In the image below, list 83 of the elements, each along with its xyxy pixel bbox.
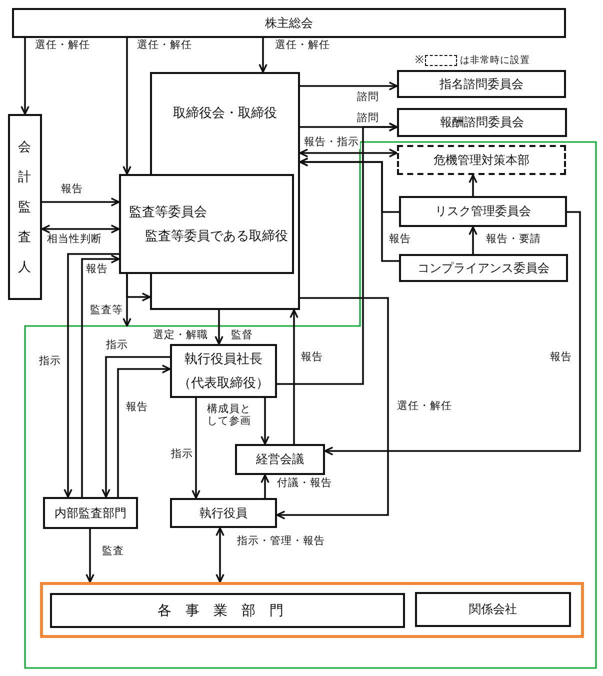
arrow	[300, 82, 398, 90]
org-box	[12, 8, 566, 38]
edge-label: 選定・解職	[152, 330, 209, 342]
edge-label: 諮問	[356, 92, 380, 104]
edge-label: 監査等	[89, 305, 124, 317]
edge-label: 選任・解任	[34, 40, 91, 52]
org-box	[43, 497, 138, 529]
edge-label: 報告	[549, 352, 573, 364]
edge-label: 監査	[101, 546, 125, 558]
arrow	[260, 398, 270, 445]
box-label: 危機管理対策本部	[434, 152, 530, 168]
edge-label: 構成員として参画	[206, 404, 252, 428]
arrow	[41, 224, 120, 234]
box-label: （代表取締役）	[178, 374, 269, 392]
arrow	[468, 174, 478, 196]
edge-label: 報告	[300, 352, 324, 364]
edge-label: 選任・解任	[396, 401, 453, 413]
box-label: 内部監査部門	[54, 504, 126, 522]
box-label: 報酬諮問委員会	[440, 114, 524, 131]
legend-text: は非常時に設置	[459, 55, 531, 67]
arrow	[468, 226, 478, 254]
arrow	[42, 198, 120, 206]
box-label: 執行役員社長	[184, 350, 262, 368]
edge-label: 報告	[388, 234, 412, 246]
org-box	[397, 108, 567, 137]
edge-label: 指示	[105, 340, 129, 352]
box-label: 株主総会	[265, 14, 313, 32]
box-label: リスク管理委員会	[435, 203, 531, 220]
arrow	[277, 122, 398, 385]
arrow	[214, 310, 224, 345]
box-label: 執行役員	[200, 504, 248, 522]
edge-label: 選任・解任	[136, 40, 193, 52]
org-box	[399, 254, 568, 282]
box-label: 関係会社	[469, 601, 517, 618]
arrow	[192, 398, 200, 499]
edge-label: 報告	[60, 184, 84, 196]
edge-label: 報告	[85, 264, 109, 276]
edge-label: 報告・要請	[485, 234, 542, 246]
arrow	[258, 38, 268, 73]
arrow	[20, 38, 30, 115]
arrow	[276, 297, 389, 520]
org-box	[397, 70, 566, 98]
org-box	[50, 593, 405, 628]
edge-label: 報告	[125, 402, 149, 414]
org-box	[119, 174, 294, 274]
arrow	[64, 253, 119, 498]
arrow	[122, 38, 132, 175]
arrow	[324, 211, 581, 456]
edge-label: 相当性判断	[46, 234, 103, 246]
box-label: 監査等委員会	[129, 203, 207, 221]
org-box	[235, 444, 325, 475]
arrow	[86, 529, 94, 583]
edge-label: 諮問	[356, 113, 380, 125]
dashed-box	[397, 145, 566, 175]
box-label: 取締役会・取締役	[173, 104, 277, 122]
arrow	[299, 148, 398, 158]
arrow	[299, 158, 399, 262]
arrow	[102, 356, 170, 498]
edge-label: 付議・報告	[276, 478, 333, 490]
arrow	[122, 274, 132, 327]
arrow	[260, 474, 270, 498]
org-box	[415, 592, 571, 627]
edge-label: 指示・管理・報告	[236, 536, 326, 548]
group-frame	[40, 582, 584, 638]
box-label: 会計監査人	[18, 138, 32, 276]
edge-label: 報告・指示	[303, 137, 360, 149]
edge-label: 指示	[38, 356, 62, 368]
box-label: 監査等委員である取締役	[145, 227, 288, 245]
box-label: 指名諮問委員会	[440, 76, 524, 92]
note-label: 監督	[230, 330, 254, 342]
arrow	[117, 364, 171, 497]
org-box	[8, 114, 42, 300]
org-box	[170, 498, 277, 528]
arrow	[290, 309, 298, 444]
box-label: コンプライアンス委員会	[418, 260, 550, 276]
org-box	[170, 344, 277, 398]
arrow	[216, 527, 224, 583]
edge-label: 選任・解任	[274, 40, 331, 52]
arrow	[81, 254, 120, 497]
box-label: 経営会議	[256, 451, 304, 468]
org-box	[399, 196, 567, 227]
box-label: 各事業部門	[158, 602, 298, 620]
edge-label: 指示	[170, 449, 194, 461]
